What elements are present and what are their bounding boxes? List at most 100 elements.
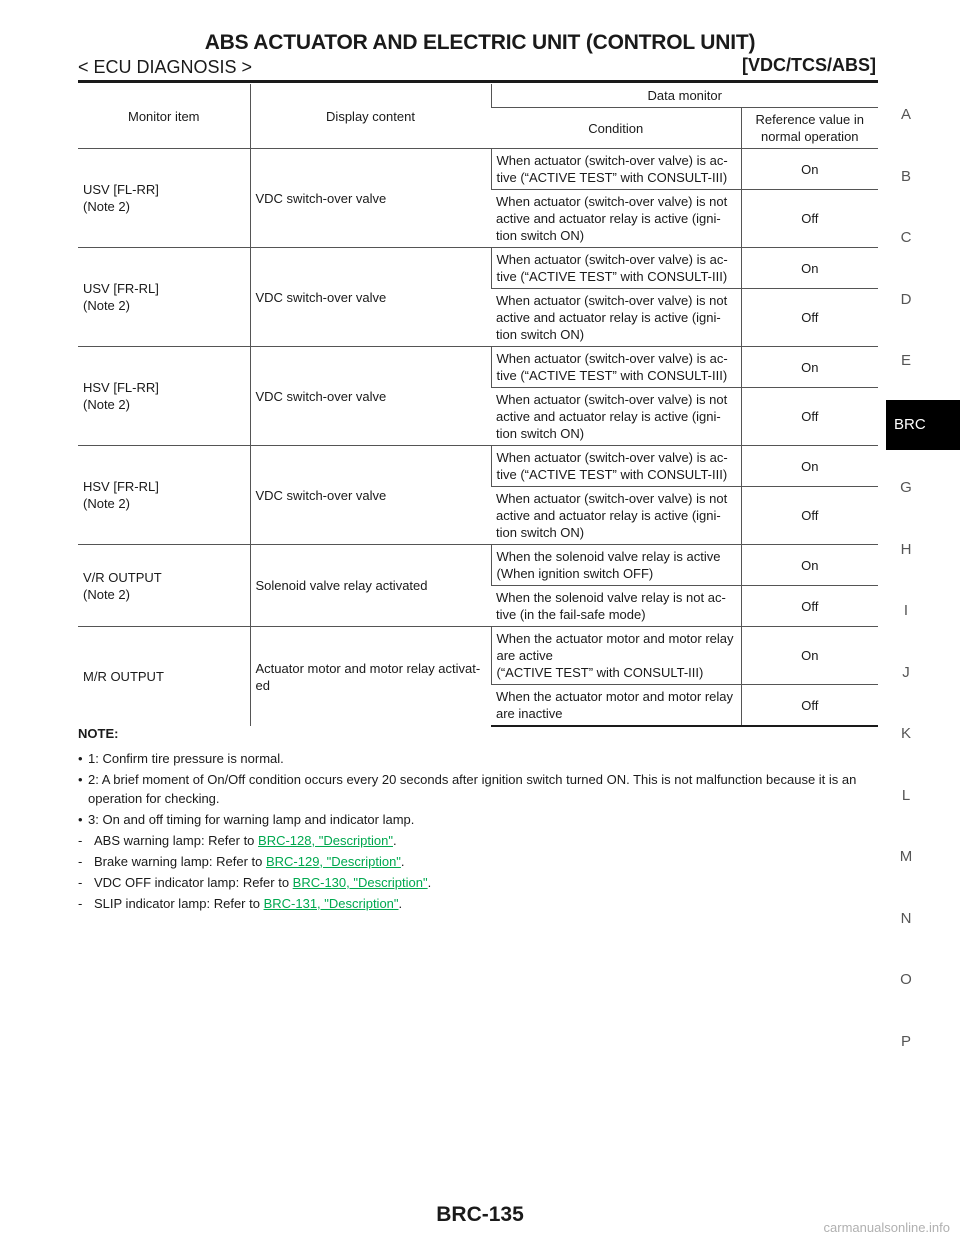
monitor-item-cell: USV [FR-RL](Note 2): [78, 247, 250, 347]
section-index-e[interactable]: E: [900, 352, 911, 369]
note-heading: NOTE:: [78, 726, 119, 741]
header-monitor-item: Monitor item: [127, 108, 200, 124]
note-refs: -ABS warning lamp: Refer to BRC-128, "De…: [78, 831, 878, 913]
note-reference-text: SLIP indicator lamp: Refer to: [94, 896, 264, 911]
dash-icon: -: [78, 854, 83, 869]
table-row: When actuator (switch-over valve) is not…: [78, 486, 879, 545]
header-reference-value: Reference value in normal operation: [740, 107, 879, 149]
condition-cell: When actuator (switch-over valve) is not…: [491, 189, 741, 248]
condition-cell: When the solenoid valve relay is not ac-…: [491, 585, 741, 627]
reference-value-cell: On: [740, 626, 879, 685]
table-row: HSV [FR-RL](Note 2)VDC switch-over valve…: [78, 445, 879, 545]
condition-cell: When actuator (switch-over valve) is not…: [491, 288, 741, 347]
monitor-item-cell: HSV [FR-RL](Note 2): [78, 445, 250, 545]
display-content-cell: Actuator motor and motor relay activat- …: [249, 626, 491, 726]
reference-value-cell: Off: [740, 486, 879, 545]
condition-cell: When actuator (switch-over valve) is ac-…: [490, 445, 741, 487]
reference-link[interactable]: BRC-131, "Description": [263, 896, 399, 911]
monitor-item-cell: M/R OUTPUT: [78, 626, 250, 726]
section-index-b[interactable]: B: [900, 168, 911, 185]
condition-cell: When actuator (switch-over valve) is ac-…: [490, 346, 741, 388]
section-index-d[interactable]: D: [900, 291, 912, 308]
note-bullet: •1: Confirm tire pressure is normal.: [78, 749, 878, 768]
note-reference: -Brake warning lamp: Refer to BRC-129, "…: [78, 854, 405, 869]
display-content-cell: VDC switch-over valve: [249, 247, 491, 347]
reference-value-cell: Off: [740, 387, 879, 446]
section-index-h[interactable]: H: [900, 541, 912, 558]
monitor-item-cell: USV [FL-RR](Note 2): [78, 148, 250, 248]
reference-link[interactable]: BRC-128, "Description": [258, 833, 393, 848]
reference-value-cell: Off: [740, 189, 879, 248]
reference-value-cell: Off: [740, 684, 879, 727]
reference-value-cell: On: [740, 544, 879, 586]
section-index-n[interactable]: N: [900, 910, 912, 927]
table-body: USV [FL-RR](Note 2)VDC switch-over valve…: [78, 148, 879, 727]
note-reference: -SLIP indicator lamp: Refer to BRC-131, …: [78, 896, 403, 911]
dash-icon: -: [78, 833, 83, 848]
reference-link[interactable]: BRC-129, "Description": [265, 854, 401, 869]
section-index-l[interactable]: L: [901, 787, 911, 804]
monitor-item-cell: V/R OUTPUT(Note 2): [78, 544, 250, 627]
page-title: ABS ACTUATOR AND ELECTRIC UNIT (CONTROL …: [204, 31, 756, 54]
condition-cell: When actuator (switch-over valve) is ac-…: [490, 148, 741, 190]
display-content-cell: VDC switch-over valve: [249, 148, 491, 248]
note-bullet: •2: A brief moment of On/Off condition o…: [78, 770, 878, 808]
note-text: 1: Confirm tire pressure is normal.: [88, 751, 284, 766]
note-bullet: • 3: On and off timing for warning lamp a…: [78, 810, 878, 829]
section-index-a[interactable]: A: [900, 106, 911, 123]
monitor-table: Monitor item Display content Data monito…: [78, 84, 879, 727]
table-row: When actuator (switch-over valve) is not…: [78, 189, 879, 248]
section-index-m[interactable]: M: [899, 848, 913, 865]
table-row: HSV [FL-RR](Note 2)VDC switch-over valve…: [78, 346, 879, 446]
table-row: When the solenoid valve relay is not ac-…: [78, 585, 879, 627]
header-condition: Condition: [491, 107, 741, 149]
condition-cell: When actuator (switch-over valve) is not…: [491, 387, 741, 446]
notes-section: NOTE: •1: Confirm tire pressure is norma…: [78, 724, 878, 915]
display-content-cell: VDC switch-over valve: [249, 445, 491, 545]
monitor-item-cell: HSV [FL-RR](Note 2): [78, 346, 250, 446]
page-number: BRC-135: [436, 1203, 524, 1226]
dash-icon: -: [78, 875, 83, 890]
table-row: When actuator (switch-over valve) is not…: [78, 387, 879, 446]
breadcrumb: < ECU DIAGNOSIS >: [78, 57, 253, 77]
condition-cell: When the solenoid valve relay is active(…: [490, 544, 741, 586]
reference-value-cell: Off: [740, 288, 879, 347]
table-row: USV [FL-RR](Note 2)VDC switch-over valve…: [78, 148, 879, 248]
dash-icon: -: [78, 896, 83, 911]
section-index-k[interactable]: K: [900, 725, 911, 742]
section-index-active[interactable]: BRC: [886, 400, 960, 450]
header-display-content: Display content: [249, 84, 491, 149]
header-data-monitor: Data monitor: [490, 84, 879, 108]
reference-value-cell: Off: [740, 585, 879, 627]
note-reference: -VDC OFF indicator lamp: Refer to BRC-13…: [78, 875, 432, 890]
reference-value-cell: On: [740, 445, 879, 487]
display-content-cell: VDC switch-over valve: [249, 346, 491, 446]
section-index-j[interactable]: J: [902, 664, 910, 681]
table-row: USV [FR-RL](Note 2)VDC switch-over valve…: [78, 247, 879, 347]
table-row: V/R OUTPUT(Note 2)Solenoid valve relay a…: [78, 544, 879, 627]
section-index-p[interactable]: P: [900, 1033, 911, 1050]
section-index-g[interactable]: G: [900, 479, 912, 496]
table-row: When actuator (switch-over valve) is not…: [78, 288, 879, 347]
bullet-icon: •: [78, 812, 83, 827]
section-index-o[interactable]: O: [900, 971, 912, 988]
note-text: 3: On and off timing for warning lamp an…: [88, 812, 415, 827]
note-reference: -ABS warning lamp: Refer to BRC-128, "De…: [78, 833, 397, 848]
reference-value-cell: On: [740, 247, 879, 289]
section-index-i[interactable]: I: [903, 602, 909, 619]
section-tag: [VDC/TCS/ABS]: [742, 55, 876, 75]
note-text: 2: A brief moment of On/Off condition oc…: [88, 772, 857, 806]
condition-cell: When actuator (switch-over valve) is not…: [491, 486, 741, 545]
note-reference-text: ABS warning lamp: Refer to: [94, 833, 259, 848]
reference-link[interactable]: BRC-130, "Description": [292, 875, 428, 890]
reference-value-cell: On: [740, 148, 879, 190]
display-content-cell: Solenoid valve relay activated: [249, 544, 491, 627]
header-rule: [78, 80, 878, 83]
watermark: carmanualsonline.info: [823, 1220, 950, 1235]
note-reference-text: Brake warning lamp: Refer to: [94, 854, 266, 869]
section-index-c[interactable]: C: [900, 229, 912, 246]
